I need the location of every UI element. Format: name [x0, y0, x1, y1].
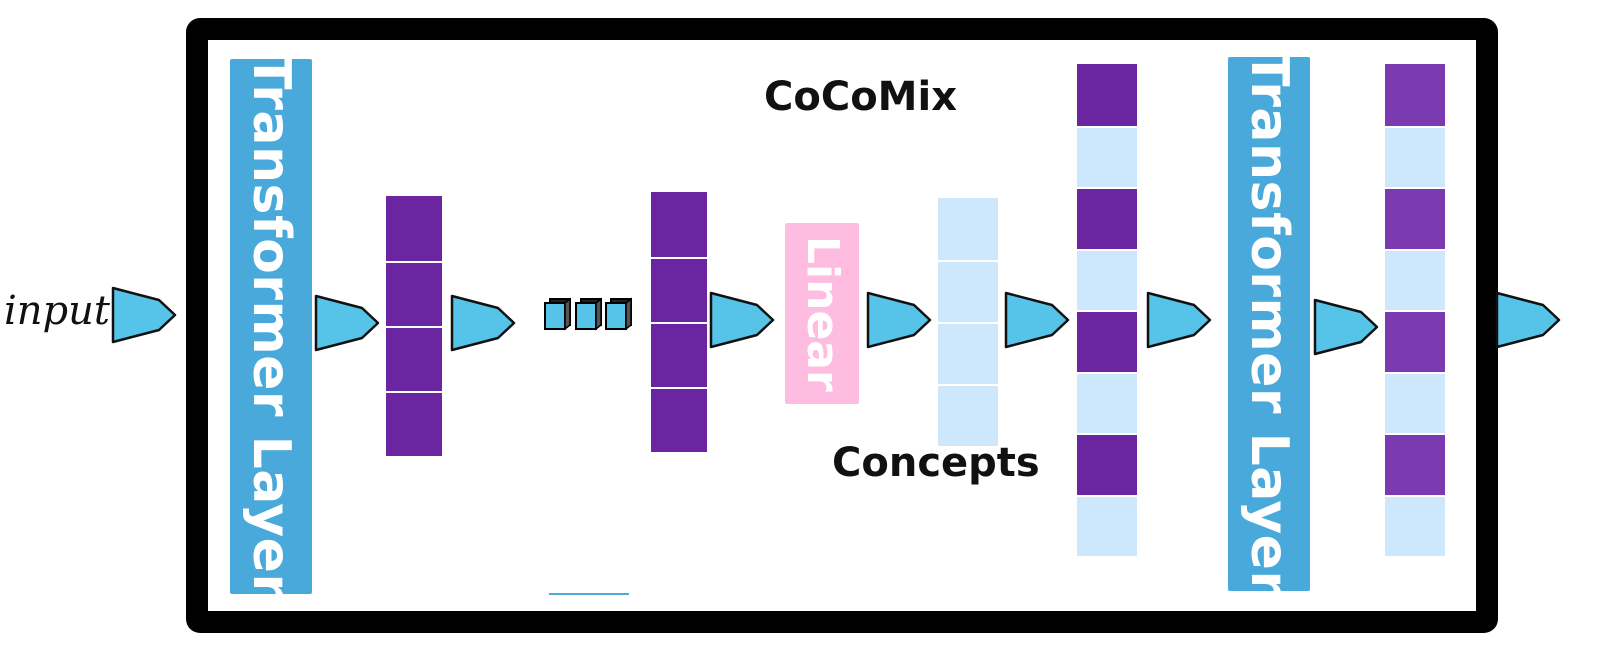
concepts-label: Concepts [832, 440, 1040, 486]
concept-cell [1077, 371, 1137, 433]
hidden-state-cell [1385, 310, 1445, 372]
right-arrow-icon [1146, 291, 1212, 349]
concept-cell [1385, 125, 1445, 187]
linear-label: Linear [797, 235, 848, 392]
hidden-state-cell [1385, 187, 1445, 249]
right-arrow-icon [111, 286, 177, 344]
concept-cell [938, 260, 998, 322]
transformer-layer-2-box: Transformer Layer [1228, 51, 1310, 597]
hidden-state-cell [1077, 64, 1137, 126]
right-arrow-icon [866, 291, 932, 349]
hidden-state-cell [1077, 433, 1137, 495]
input-label: input [4, 288, 110, 334]
hidden-state-cell [651, 192, 707, 257]
concept-cell [1385, 494, 1445, 556]
right-arrow-icon [1313, 298, 1379, 356]
transformer-layer-1-label: Transformer Layer [241, 53, 301, 600]
right-arrow-icon [1495, 291, 1561, 349]
ellipsis-cubes-icon [544, 297, 571, 331]
hidden-state-cell [1385, 433, 1445, 495]
hidden-state-cell [1077, 310, 1137, 372]
transformer-layer-2-label: Transformer Layer [1239, 51, 1299, 597]
hidden-state-cell [1077, 187, 1137, 249]
linear-box: Linear [785, 223, 859, 404]
hidden-state-cell [651, 387, 707, 452]
concept-cell [938, 384, 998, 446]
concept-cell [1077, 248, 1137, 310]
concept-cell [1077, 125, 1137, 187]
hidden-state-cell [386, 196, 442, 261]
concept-cell [1385, 248, 1445, 310]
hidden-state-cell [651, 322, 707, 387]
hidden-state-cell [386, 326, 442, 391]
baseline-strip [549, 593, 629, 595]
hidden-state-cell [386, 391, 442, 456]
hidden-state-cell [651, 257, 707, 322]
hidden-state-cell [386, 261, 442, 326]
concept-cell [938, 322, 998, 384]
ellipsis-cubes-icon [575, 297, 602, 331]
right-arrow-icon [709, 291, 775, 349]
transformer-layer-1-box: Transformer Layer [230, 54, 312, 599]
right-arrow-icon [314, 294, 380, 352]
right-arrow-icon [450, 294, 516, 352]
hidden-state-cell [1385, 64, 1445, 126]
concept-cell [1385, 371, 1445, 433]
right-arrow-icon [1004, 291, 1070, 349]
concept-cell [938, 198, 998, 260]
ellipsis-cubes-icon [605, 297, 632, 331]
concept-cell [1077, 494, 1137, 556]
model-title: CoCoMix [764, 74, 957, 120]
